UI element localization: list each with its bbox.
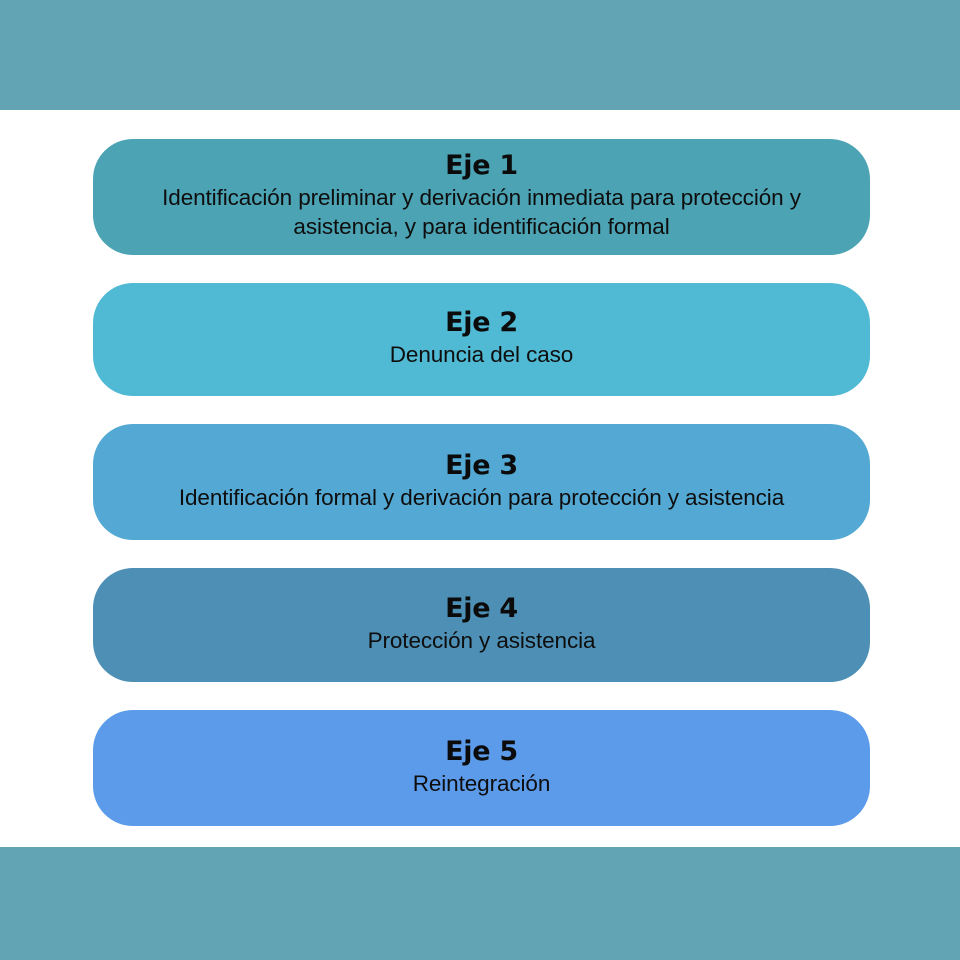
eje-bar-4-description: Protección y asistencia bbox=[367, 627, 596, 653]
eje-bar-4[interactable]: Eje 4 Protección y asistencia bbox=[93, 568, 870, 682]
eje-bar-5-description: Reintegración bbox=[412, 770, 551, 796]
eje-bar-3[interactable]: Eje 3 Identificación formal y derivación… bbox=[93, 424, 870, 540]
eje-bar-2-description: Denuncia del caso bbox=[389, 342, 574, 367]
eje-bar-1-title: Eje 1 bbox=[445, 150, 518, 181]
eje-bar-1-description: Identificación preliminar y derivación i… bbox=[162, 185, 801, 239]
eje-bar-5[interactable]: Eje 5 Reintegración bbox=[93, 710, 870, 826]
eje-bar-3-title: Eje 3 bbox=[445, 449, 518, 481]
top-band bbox=[0, 0, 960, 110]
eje-bar-stack: Eje 1 Identificación preliminar y deriva… bbox=[93, 139, 870, 826]
eje-bar-2-title: Eje 2 bbox=[445, 307, 518, 338]
bottom-band bbox=[0, 847, 960, 960]
eje-bar-4-title: Eje 4 bbox=[445, 592, 518, 624]
eje-bar-3-description: Identificación formal y derivación para … bbox=[178, 484, 785, 510]
eje-bar-2[interactable]: Eje 2 Denuncia del caso bbox=[93, 283, 870, 396]
eje-bar-1[interactable]: Eje 1 Identificación preliminar y deriva… bbox=[93, 139, 870, 255]
eje-bar-5-title: Eje 5 bbox=[445, 735, 518, 767]
